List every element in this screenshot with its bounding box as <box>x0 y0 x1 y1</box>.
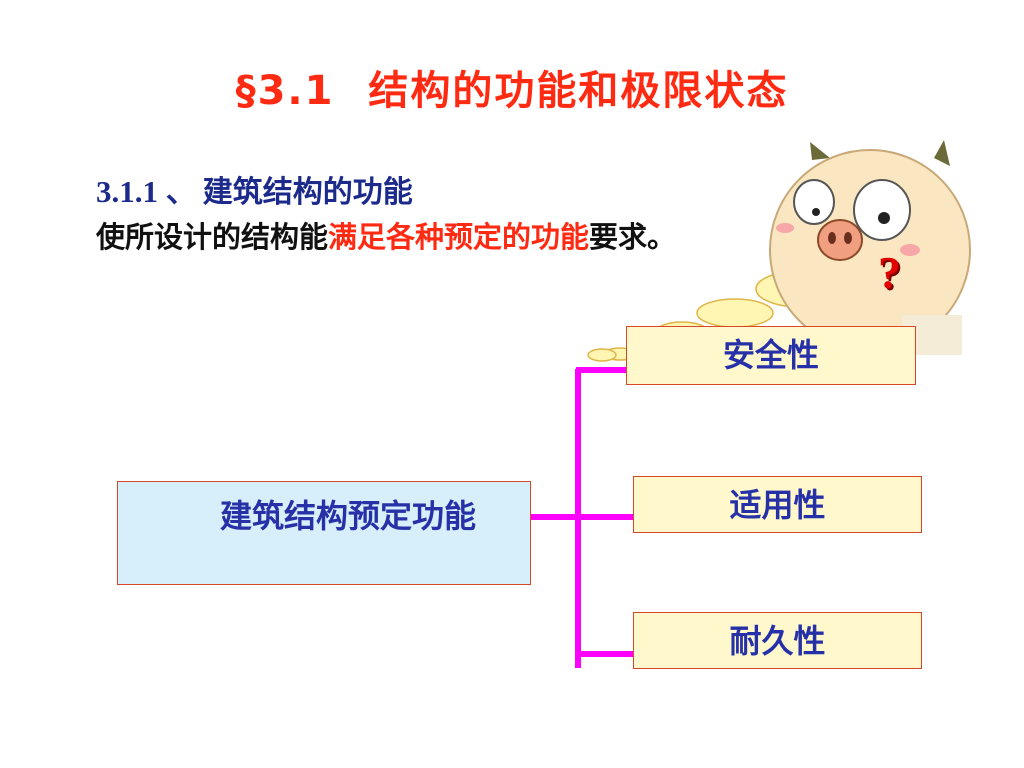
section-title-text: 结构的功能和极限状态 <box>368 68 789 114</box>
subheading-number: 3.1.1 、 <box>96 174 197 209</box>
source-label: 建筑结构预定功能 <box>220 497 477 535</box>
category-box-durability: 耐久性 <box>633 612 922 669</box>
description-highlight: 满足各种预定的功能 <box>328 220 590 254</box>
description-prefix: 使所设计的结构能 <box>96 220 329 254</box>
category-label-usability: 适用性 <box>729 486 826 524</box>
category-label-safety: 安全性 <box>722 336 819 374</box>
section-number: §3.1 <box>235 68 335 114</box>
source-box: 建筑结构预定功能 <box>117 481 531 585</box>
category-box-usability: 适用性 <box>633 476 922 533</box>
slide-title: §3.1 结构的功能和极限状态 <box>0 58 1024 116</box>
subheading: 3.1.1 、建筑结构的功能 <box>96 166 413 211</box>
description-suffix: 要求。 <box>589 220 677 254</box>
description: 使所设计的结构能满足各种预定的功能要求。 <box>96 214 676 256</box>
category-box-safety: 安全性 <box>626 326 916 385</box>
subheading-text: 建筑结构的功能 <box>202 175 413 210</box>
category-label-durability: 耐久性 <box>729 622 826 660</box>
question-mark-icon: ? <box>878 247 901 298</box>
